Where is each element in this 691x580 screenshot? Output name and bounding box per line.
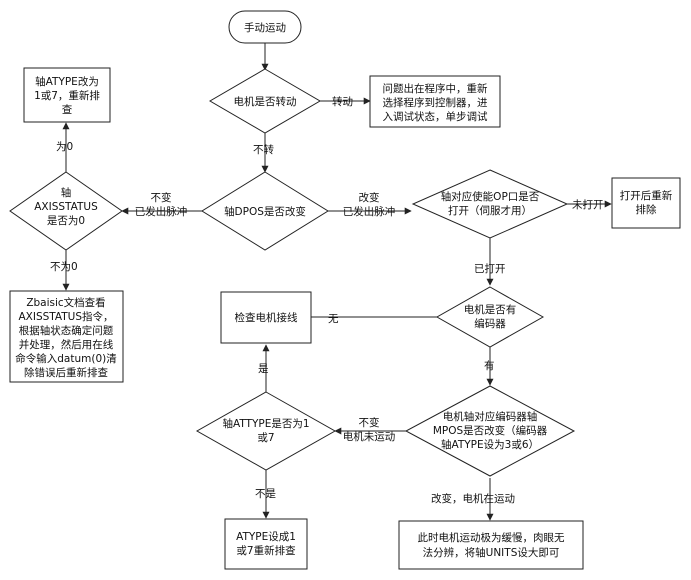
label-not-rotate: 不转: [253, 143, 274, 156]
box-zbasic-doc: Zbaisic文档查看 AXISSTATUS指令， 根据轴状态确定问题 并处理，…: [9, 290, 124, 383]
decision-axisstatus-line-1: 轴: [61, 186, 72, 199]
box-atype-retry-top: 轴ATYPE改为 1或7，重新排 查: [23, 67, 111, 123]
decision-dpos-changed-text: 轴DPOS是否改变: [224, 205, 306, 218]
decision-has-encoder-line-1: 电机是否有: [464, 303, 517, 316]
label-changed-pulse-2: 已发出脉冲: [343, 205, 396, 218]
decision-mpos-changed-line-3: 轴ATYPE设为3或6）: [441, 438, 539, 451]
box-units-slow-line-2: 法分辨，将轴UNITS设大即可: [423, 546, 560, 559]
decision-motor-rotating-text: 电机是否转动: [234, 95, 297, 108]
label-none: 无: [328, 313, 339, 325]
decision-atype-1-or-7: 轴ATTYPE是否为1 或7: [195, 391, 337, 471]
decision-atype-1-or-7-line-2: 或7: [257, 432, 274, 444]
box-zbasic-doc-line-5: 命令输入datum(0)清: [15, 352, 116, 365]
box-atype-retry-bottom-line-2: 或7重新排查: [236, 544, 296, 557]
box-reopen-retry-line-1: 打开后重新: [620, 189, 673, 202]
decision-has-encoder-line-2: 编码器: [474, 317, 506, 330]
box-program-issue-line-3: 入调试状态，单步调试: [383, 110, 488, 123]
label-yes: 是: [258, 363, 269, 375]
box-zbasic-doc-line-6: 除错误后重新排查: [24, 366, 108, 379]
label-unchanged-not-moving-2: 电机未运动: [343, 430, 396, 443]
label-unchanged-pulse-1: 不变: [151, 191, 172, 204]
edge-labels: 转动 不转 为0 不为0 不变 已发出脉冲 改变 已发出脉冲 未打开 已打开 无…: [50, 95, 604, 505]
box-atype-retry-bottom: ATYPE设成1 或7重新排查: [224, 518, 308, 570]
box-reopen-retry: 打开后重新 排除: [611, 177, 681, 229]
box-zbasic-doc-line-1: Zbaisic文档查看: [26, 296, 105, 309]
box-units-slow-line-1: 此时电机运动极为缓慢，肉眼无: [418, 531, 565, 544]
label-rotate: 转动: [332, 95, 353, 108]
label-zero: 为0: [56, 141, 73, 153]
box-zbasic-doc-line-2: AXISSTATUS指令，: [18, 310, 113, 323]
decision-enable-op: 轴对应使能OP口是否 打开（伺服才用）: [411, 169, 569, 239]
start-node: 手动运动: [228, 10, 302, 44]
decision-has-encoder: 电机是否有 编码器: [435, 286, 545, 348]
box-check-wiring-text: 检查电机接线: [235, 311, 298, 324]
start-node-text: 手动运动: [244, 21, 286, 34]
decision-enable-op-line-2: 打开（伺服才用）: [448, 204, 532, 217]
box-program-issue-line-2: 选择程序到控制器，进: [383, 96, 488, 109]
decision-axisstatus: 轴 AXISSTATUS 是否为0: [9, 171, 123, 251]
decision-mpos-changed: 电机轴对应编码器轴 MPOS是否改变（编码器 轴ATYPE设为3或6）: [404, 385, 576, 477]
box-zbasic-doc-line-4: 并处理，然后用在线: [19, 338, 114, 351]
label-not-open: 未打开: [572, 198, 604, 211]
label-unchanged-pulse-2: 已发出脉冲: [135, 205, 188, 218]
box-reopen-retry-line-2: 排除: [636, 203, 657, 216]
decision-axisstatus-line-3: 是否为0: [47, 215, 85, 227]
box-units-slow: 此时电机运动极为缓慢，肉眼无 法分辨，将轴UNITS设大即可: [398, 520, 584, 570]
decision-motor-rotating: 电机是否转动: [209, 68, 321, 134]
decision-mpos-changed-line-2: MPOS是否改变（编码器: [433, 424, 548, 437]
decision-axisstatus-line-2: AXISSTATUS: [34, 201, 98, 213]
decision-enable-op-line-1: 轴对应使能OP口是否: [441, 190, 540, 203]
decision-atype-1-or-7-line-1: 轴ATTYPE是否为1: [222, 417, 309, 430]
label-opened: 已打开: [474, 262, 506, 275]
label-unchanged-not-moving-1: 不变: [359, 416, 380, 429]
label-no: 不是: [255, 488, 276, 500]
label-changed-moving: 改变，电机在运动: [431, 492, 515, 505]
decision-mpos-changed-line-1: 电机轴对应编码器轴: [443, 410, 538, 423]
box-atype-retry-top-line-2: 1或7，重新排: [34, 89, 100, 102]
box-atype-retry-top-line-3: 查: [62, 103, 73, 116]
box-program-issue-line-1: 问题出在程序中，重新: [383, 82, 488, 95]
label-has: 有: [484, 359, 495, 372]
box-atype-retry-top-line-1: 轴ATYPE改为: [35, 75, 99, 88]
box-atype-retry-bottom-line-1: ATYPE设成1: [236, 531, 296, 543]
label-changed-pulse-1: 改变: [359, 191, 380, 204]
box-program-issue: 问题出在程序中，重新 选择程序到控制器，进 入调试状态，单步调试: [369, 75, 501, 128]
label-nonzero: 不为0: [50, 261, 78, 273]
decision-dpos-changed: 轴DPOS是否改变: [201, 171, 329, 251]
box-check-wiring: 检查电机接线: [220, 291, 312, 344]
box-zbasic-doc-line-3: 根据轴状态确定问题: [19, 324, 114, 337]
